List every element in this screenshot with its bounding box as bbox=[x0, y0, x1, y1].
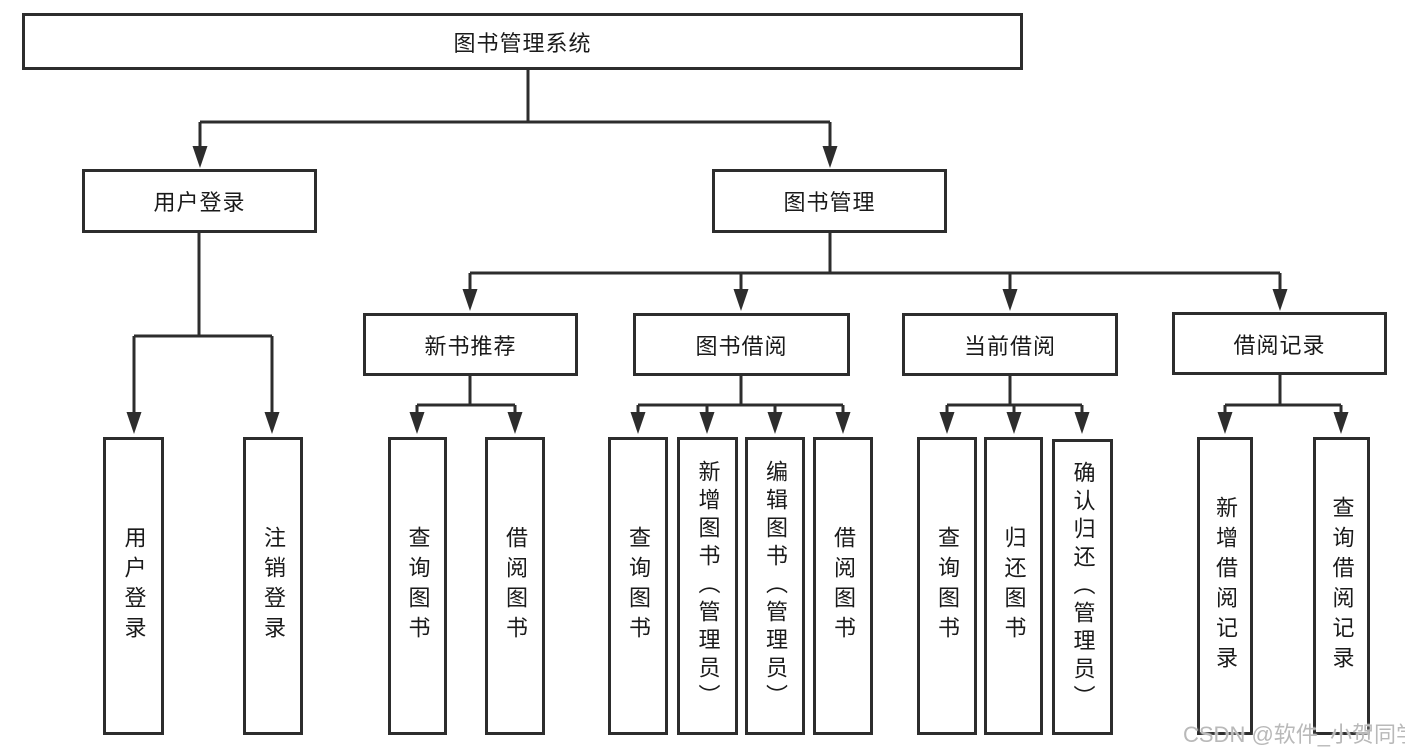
leaf-bb-query-book: 查询图书 bbox=[608, 437, 668, 735]
leaf-logout: 注销登录 bbox=[243, 437, 303, 735]
leaf-user-login: 用户登录 bbox=[103, 437, 164, 735]
csdn-watermark: CSDN @软件_小贺同学 bbox=[1183, 722, 1405, 747]
leaf-cb-query-book: 查询图书 bbox=[917, 437, 977, 735]
leaf-cb-return-book-label: 归还图书 bbox=[1001, 526, 1027, 646]
leaf-bb-edit-book-admin-label: 编辑图书（管理员） bbox=[763, 460, 788, 712]
leaf-cb-return-book: 归还图书 bbox=[984, 437, 1043, 735]
leaf-nbr-query-book-label: 查询图书 bbox=[405, 526, 431, 646]
leaf-br-query-record-label: 查询借阅记录 bbox=[1329, 496, 1355, 676]
leaf-br-add-record: 新增借阅记录 bbox=[1197, 437, 1253, 735]
leaf-br-query-record: 查询借阅记录 bbox=[1313, 437, 1370, 735]
node-root: 图书管理系统 bbox=[22, 13, 1023, 70]
node-borrow-record-label: 借阅记录 bbox=[1233, 332, 1326, 358]
leaf-nbr-borrow-book-label: 借阅图书 bbox=[503, 526, 528, 646]
leaf-bb-add-book-admin-label: 新增图书（管理员） bbox=[695, 460, 721, 712]
leaf-bb-edit-book-admin: 编辑图书（管理员） bbox=[745, 437, 805, 735]
node-borrow-record: 借阅记录 bbox=[1172, 312, 1387, 375]
leaf-bb-add-book-admin: 新增图书（管理员） bbox=[677, 437, 738, 735]
leaf-cb-confirm-return-admin-label: 确认归还（管理员） bbox=[1070, 461, 1096, 713]
node-book-borrow-label: 图书借阅 bbox=[695, 333, 788, 359]
leaf-cb-query-book-label: 查询图书 bbox=[935, 526, 960, 646]
leaf-bb-borrow-book: 借阅图书 bbox=[813, 437, 873, 735]
leaf-bb-borrow-book-label: 借阅图书 bbox=[831, 526, 856, 646]
node-root-label: 图书管理系统 bbox=[453, 30, 592, 56]
leaf-nbr-borrow-book: 借阅图书 bbox=[485, 437, 545, 735]
node-current-borrow: 当前借阅 bbox=[902, 313, 1118, 376]
node-current-borrow-label: 当前借阅 bbox=[963, 333, 1056, 359]
leaf-logout-label: 注销登录 bbox=[261, 526, 286, 646]
node-book-mgmt: 图书管理 bbox=[712, 169, 947, 233]
node-book-mgmt-label: 图书管理 bbox=[783, 190, 876, 215]
leaf-cb-confirm-return-admin: 确认归还（管理员） bbox=[1052, 439, 1113, 735]
node-user-login-label: 用户登录 bbox=[153, 190, 246, 215]
node-new-book-rec: 新书推荐 bbox=[363, 313, 578, 376]
node-user-login: 用户登录 bbox=[82, 169, 317, 233]
leaf-bb-query-book-label: 查询图书 bbox=[626, 526, 651, 646]
node-book-borrow: 图书借阅 bbox=[633, 313, 850, 376]
leaf-nbr-query-book: 查询图书 bbox=[388, 437, 447, 735]
leaf-user-login-label: 用户登录 bbox=[121, 526, 147, 646]
node-new-book-rec-label: 新书推荐 bbox=[424, 333, 517, 359]
leaf-br-add-record-label: 新增借阅记录 bbox=[1213, 496, 1238, 676]
